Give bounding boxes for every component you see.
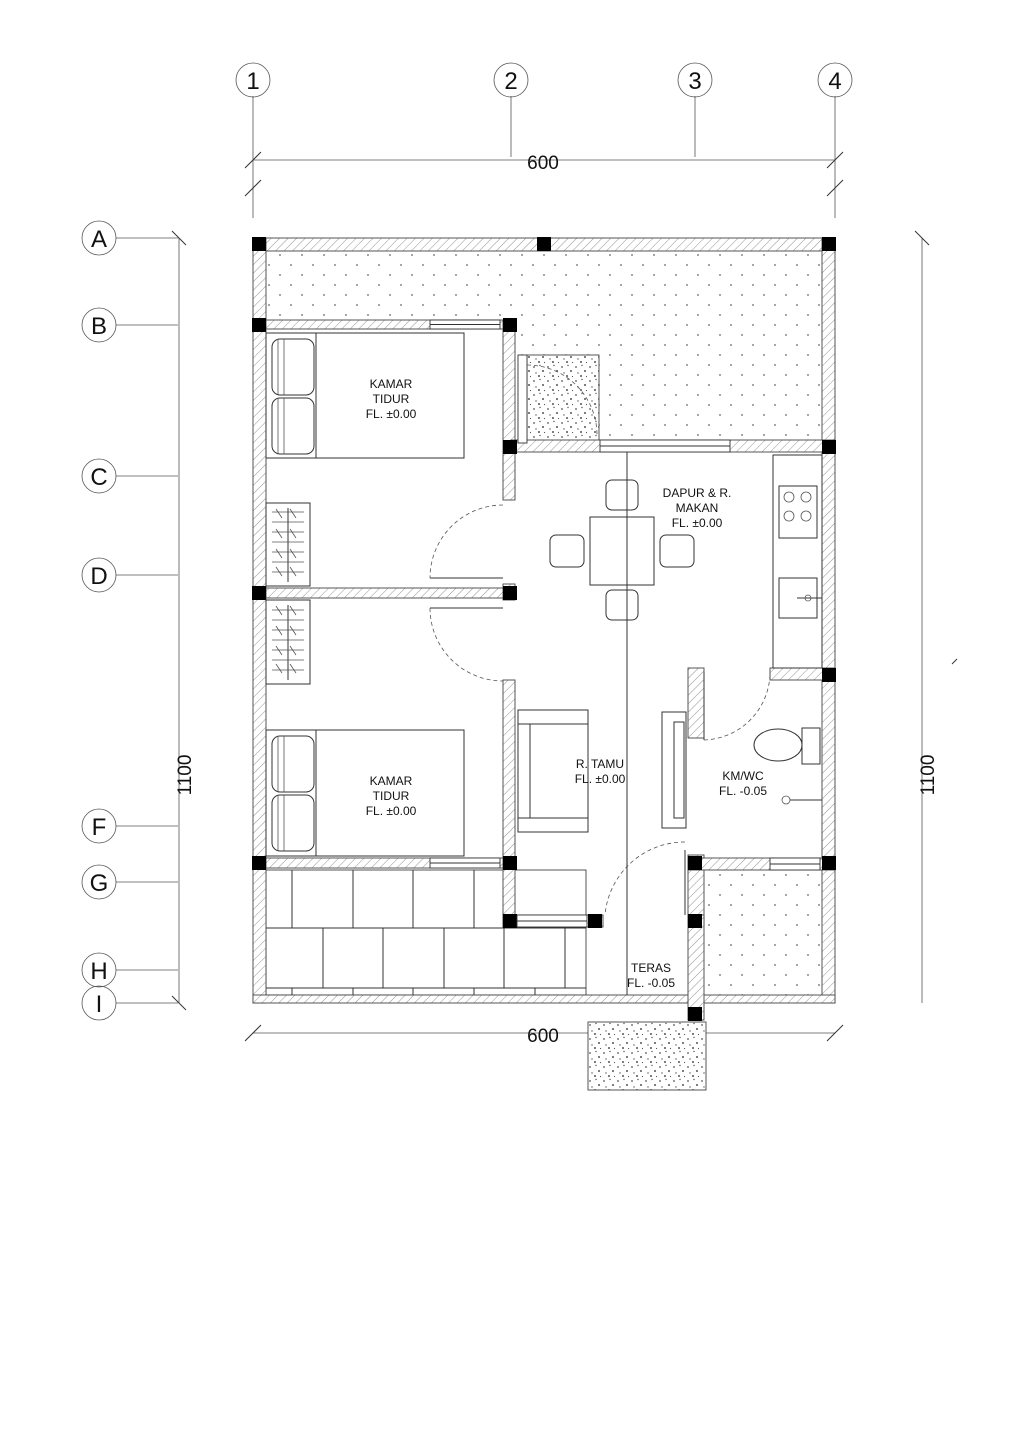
grid-label-row-g: G	[90, 870, 109, 897]
room-name: KAMAR	[370, 774, 413, 788]
doors	[429, 364, 771, 916]
dimension-lines	[171, 151, 958, 1042]
room-name: TIDUR	[373, 789, 410, 803]
paving-tiles	[265, 869, 587, 996]
room-name: TERAS	[631, 961, 671, 975]
dimension-left-label: 1100	[175, 755, 196, 796]
sofa	[517, 709, 589, 833]
structural-columns	[252, 237, 836, 1021]
room-name: KM/WC	[722, 769, 764, 783]
toilet	[753, 727, 822, 805]
room-name: R. TAMU	[576, 757, 624, 771]
room-label-terrace: TERAS FL. -0.05	[627, 961, 675, 990]
room-label-kitchen-dining: DAPUR & R. MAKAN FL. ±0.00	[663, 486, 732, 530]
grid-label-row-i: I	[96, 991, 103, 1018]
dining-table	[549, 452, 695, 995]
room-name: DAPUR & R.	[663, 486, 732, 500]
dimension-bottom-label: 600	[527, 1026, 559, 1047]
room-label-bedroom-bottom: KAMAR TIDUR FL. ±0.00	[366, 774, 417, 818]
grid-label-row-f: F	[92, 814, 107, 841]
room-floor-level: FL. ±0.00	[366, 804, 417, 818]
tv-cabinet	[661, 711, 687, 829]
room-floor-level: FL. ±0.00	[672, 516, 723, 530]
room-label-bathroom: KM/WC FL. -0.05	[719, 769, 767, 798]
grid-label-row-a: A	[91, 226, 107, 253]
grid-label-row-d: D	[90, 563, 107, 590]
grid-label-col-3: 3	[688, 68, 701, 95]
bed-bottom	[265, 729, 465, 857]
wardrobe-bottom	[265, 599, 311, 685]
grid-label-row-h: H	[90, 958, 107, 985]
room-name: MAKAN	[676, 501, 719, 515]
wardrobe-top	[265, 502, 311, 587]
bed-top	[265, 332, 465, 459]
dimension-right-label: 1100	[918, 755, 939, 796]
grid-label-col-1: 1	[246, 68, 259, 95]
room-label-bedroom-top: KAMAR TIDUR FL. ±0.00	[366, 377, 417, 421]
room-floor-level: FL. ±0.00	[575, 772, 626, 786]
room-floor-level: FL. -0.05	[627, 976, 675, 990]
room-label-living: R. TAMU FL. ±0.00	[575, 757, 626, 786]
kitchen-counter	[772, 454, 823, 669]
grid-bubbles-rows: A B C D F G H I	[81, 220, 117, 1021]
grid-label-col-4: 4	[828, 68, 841, 95]
grid-lines	[116, 96, 836, 1004]
dimension-top-label: 600	[527, 153, 559, 174]
room-floor-level: FL. -0.05	[719, 784, 767, 798]
gravel-patch-terrace	[587, 1021, 707, 1091]
room-name: KAMAR	[370, 377, 413, 391]
gravel-patch-entrance	[526, 354, 600, 446]
room-floor-level: FL. ±0.00	[366, 407, 417, 421]
grid-bubbles-columns: 1 2 3 4	[235, 62, 853, 98]
grid-label-row-c: C	[90, 464, 107, 491]
room-name: TIDUR	[373, 392, 410, 406]
grid-label-row-b: B	[91, 313, 107, 340]
windows	[429, 319, 821, 928]
grid-label-col-2: 2	[504, 68, 517, 95]
